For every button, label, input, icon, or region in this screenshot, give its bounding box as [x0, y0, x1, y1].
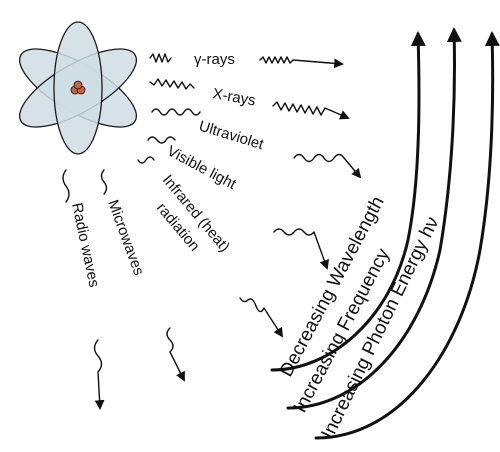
xray-wave: [149, 78, 348, 118]
frequency-axis-arrow: [286, 27, 462, 410]
visible-light-wave: [147, 136, 327, 268]
gamma-label: γ-rays: [194, 51, 235, 68]
ultraviolet-label: Ultraviolet: [197, 118, 267, 154]
microwave-wave: [100, 169, 185, 380]
atom-icon: [18, 21, 138, 155]
gamma-ray-wave: [149, 53, 342, 64]
infrared-wave: [137, 156, 282, 336]
nucleus-icon: [70, 80, 86, 95]
xray-label: X-rays: [211, 85, 257, 109]
ultraviolet-wave: [151, 108, 360, 177]
energy-axis-arrow: [314, 31, 500, 440]
radio-wave: [62, 169, 102, 408]
microwave-label: Microwaves: [104, 198, 147, 278]
wavelength-axis-arrow: [270, 31, 426, 372]
radio-label: Radio waves: [68, 201, 102, 289]
